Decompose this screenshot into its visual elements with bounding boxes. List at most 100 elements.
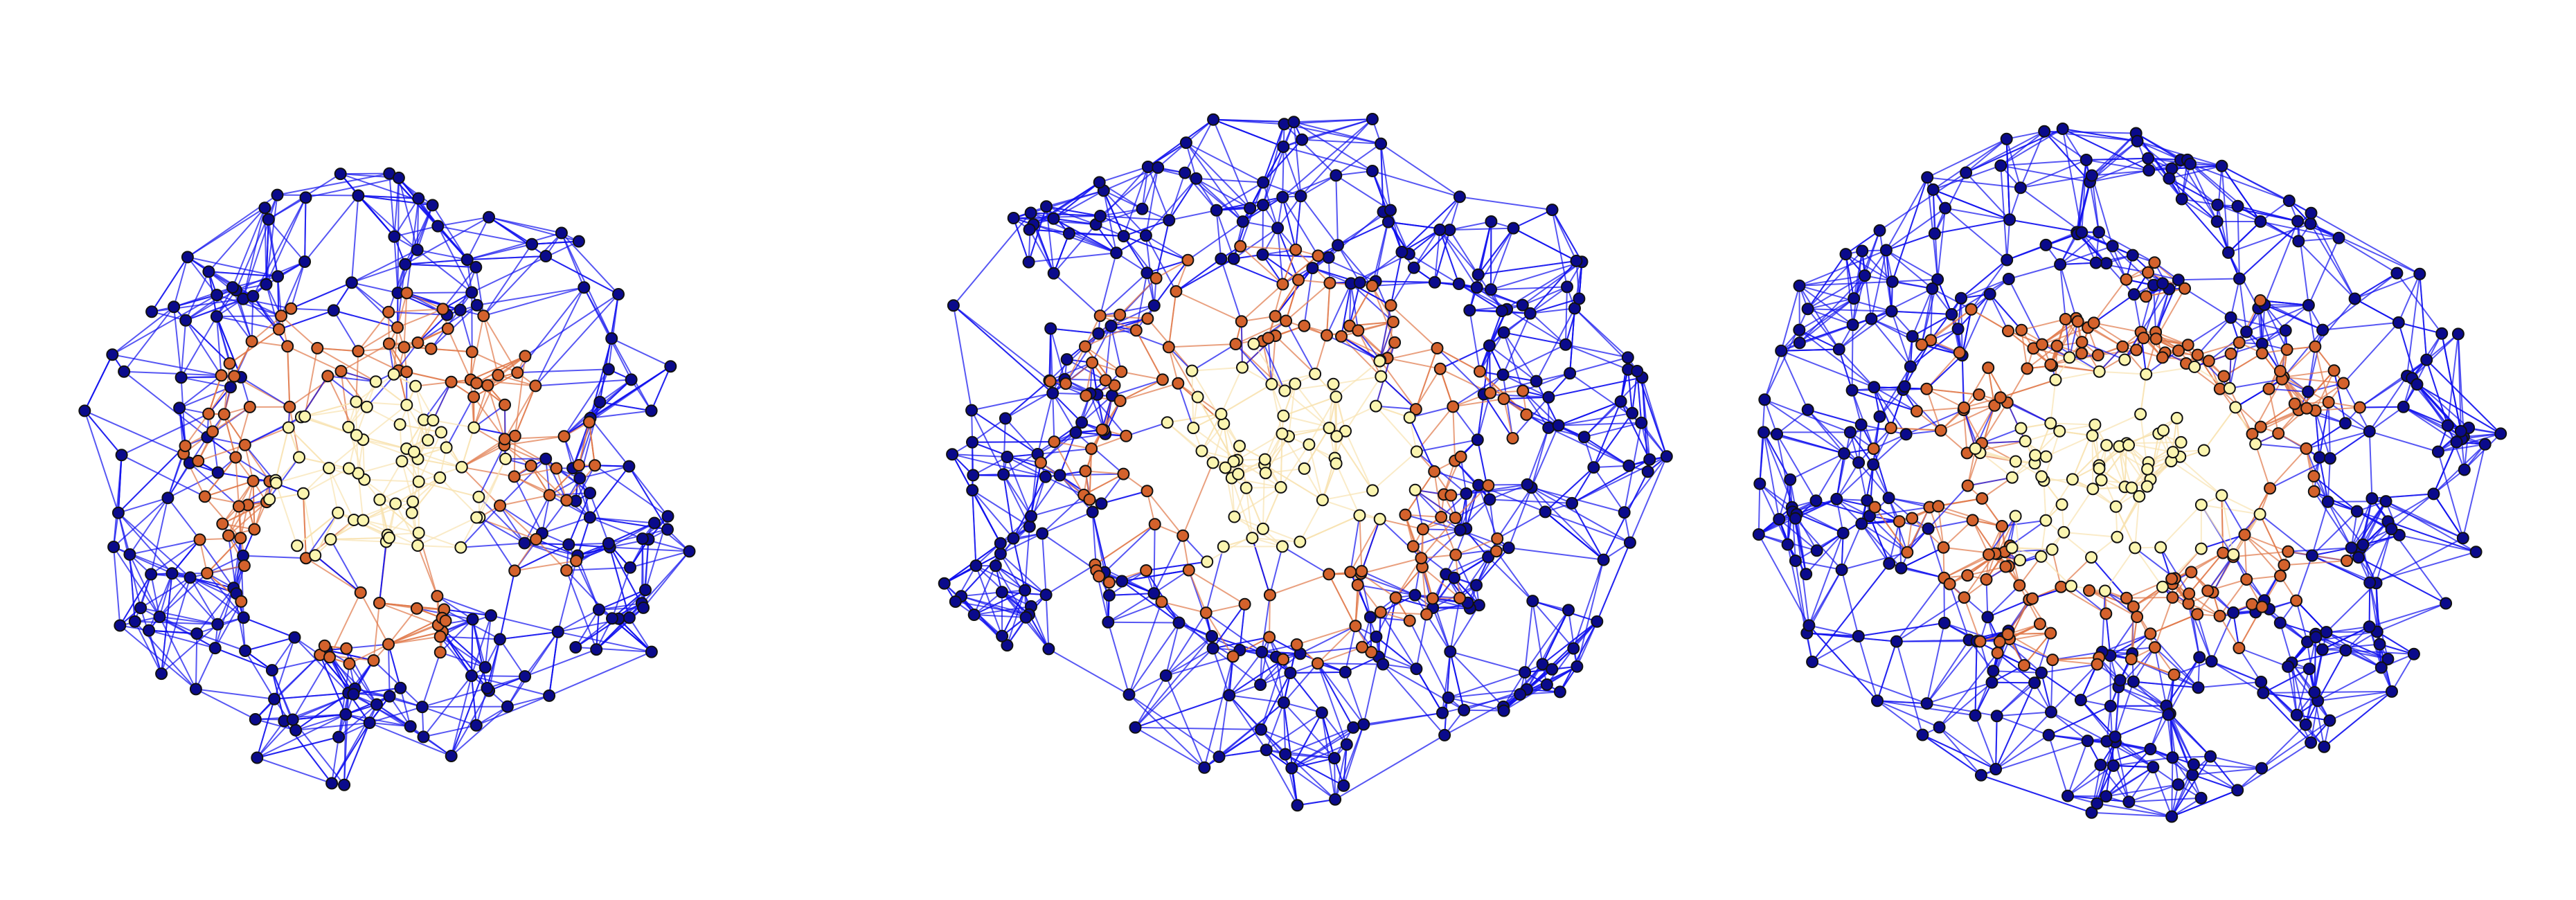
network-edge	[1245, 487, 1264, 530]
orange-node	[1388, 336, 1402, 349]
blue-node	[551, 625, 564, 638]
yellow-node	[470, 511, 483, 524]
network-edge	[1335, 143, 1381, 177]
network-edge	[566, 570, 613, 619]
network-edge	[1274, 267, 1314, 317]
network-edge	[1233, 227, 1278, 260]
blue-node	[592, 603, 605, 616]
network-edge	[472, 619, 488, 689]
blue-node	[454, 303, 467, 316]
blue-node	[481, 682, 494, 694]
network-edge	[206, 537, 242, 574]
orange-node	[1162, 341, 1175, 354]
network-edge	[1099, 252, 1118, 316]
network-edge	[171, 573, 219, 625]
network-edge	[1085, 470, 1124, 475]
blue-node	[602, 363, 615, 376]
blue-node	[562, 538, 575, 551]
network-edge	[607, 294, 619, 370]
network-edge	[148, 573, 173, 631]
orange-node	[1356, 640, 1368, 654]
blue-node	[114, 619, 127, 632]
yellow-node	[393, 418, 406, 431]
network-edge	[388, 308, 443, 313]
network-edge	[243, 617, 295, 638]
network-edge	[1452, 406, 1478, 440]
network-edge	[121, 413, 209, 456]
yellow-node	[1247, 337, 1260, 350]
network-edge	[339, 173, 395, 237]
network-edge	[1896, 597, 1965, 642]
orange-node	[1226, 650, 1240, 663]
network-edge	[422, 705, 508, 708]
network-edge	[388, 644, 402, 688]
network-edge	[1065, 333, 1100, 384]
orange-node	[494, 499, 506, 512]
network-edge	[113, 497, 169, 548]
blue-node	[995, 586, 1008, 599]
network-edge	[432, 381, 452, 421]
network-edge	[1041, 532, 1097, 571]
network-edge	[1812, 661, 1927, 705]
network-edge	[1996, 715, 2049, 736]
network-edge	[609, 546, 690, 552]
network-edge	[473, 372, 518, 398]
yellow-node	[422, 433, 434, 447]
blue-node	[946, 448, 959, 461]
network-edge	[111, 294, 217, 356]
network-edge	[1573, 559, 1604, 649]
blue-node	[1257, 199, 1269, 212]
blue-node	[661, 523, 674, 536]
network-edge	[181, 377, 231, 388]
network-edge	[1390, 251, 1403, 306]
blue-node	[1190, 172, 1203, 185]
network-edge	[490, 615, 559, 633]
network-edge	[379, 499, 420, 534]
network-edge	[112, 354, 222, 377]
network-edge	[2327, 458, 2331, 502]
network-edge	[1212, 648, 1231, 696]
blue-node	[1577, 431, 1591, 444]
blue-node	[211, 289, 224, 302]
network-edge	[483, 315, 519, 373]
network-edge	[295, 722, 370, 731]
network-edge	[1469, 310, 1481, 372]
blue-node	[645, 645, 658, 658]
network-edge	[257, 736, 339, 759]
yellow-node	[1276, 540, 1289, 553]
network-edge	[1110, 325, 1122, 372]
network-edge	[1037, 448, 1092, 455]
network-edge	[483, 315, 499, 376]
blue-node	[1564, 367, 1577, 380]
network-edge	[629, 550, 690, 568]
orange-node	[498, 433, 511, 446]
yellow-node	[412, 475, 425, 488]
network-edge	[1361, 557, 1422, 575]
network-edge	[1049, 361, 1093, 381]
network-edge	[1404, 514, 1422, 559]
blue-node	[1022, 255, 1035, 269]
network-edge	[173, 257, 188, 307]
network-edge	[476, 694, 550, 726]
network-edge	[439, 636, 472, 676]
network-edge	[1569, 357, 1629, 375]
blue-node	[1573, 292, 1586, 305]
network-edge	[445, 396, 474, 448]
network-edge	[2211, 660, 2264, 694]
network-edge	[1812, 563, 1890, 663]
orange-node	[382, 638, 395, 651]
network-edge	[1134, 675, 1167, 728]
network-edge	[1046, 564, 1095, 595]
network-edge	[1168, 291, 1177, 348]
blue-node	[1060, 353, 1073, 366]
network-edge	[379, 602, 439, 626]
blue-node	[664, 360, 677, 373]
network-edge	[439, 477, 481, 519]
network-edge	[1596, 542, 1631, 622]
network-edge	[1135, 330, 1163, 380]
network-edge	[549, 492, 591, 496]
blue-node	[1631, 365, 1644, 377]
network-edge	[289, 406, 300, 458]
network-edge	[972, 490, 977, 566]
blue-node	[1042, 642, 1055, 656]
